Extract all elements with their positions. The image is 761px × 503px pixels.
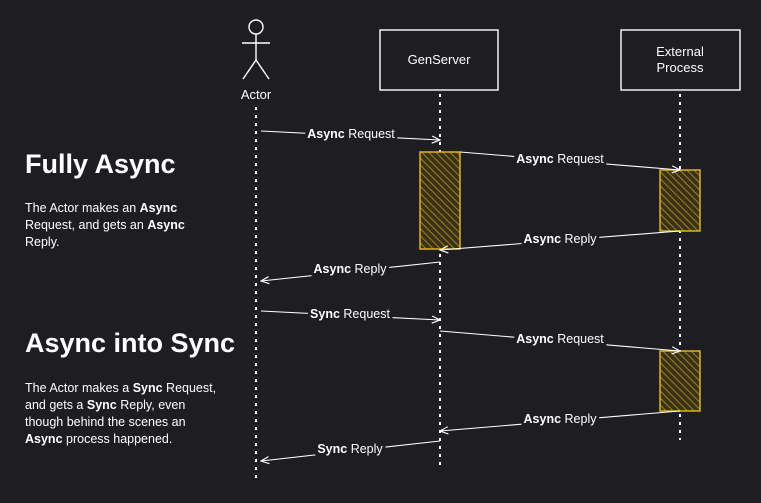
desc-line: and gets a Sync Reply, even <box>25 398 185 412</box>
desc-line: The Actor makes an Async <box>25 201 177 215</box>
desc-line: Async process happened. <box>25 432 172 446</box>
message-async-reply: Async Reply <box>261 261 441 281</box>
message-label: Async Request <box>516 152 604 166</box>
genserver-label: GenServer <box>408 52 472 67</box>
message-label: Async Request <box>307 127 395 141</box>
desc-line: though behind the scenes an <box>25 415 186 429</box>
message-label-background <box>514 332 607 346</box>
fully-async-heading: Fully Async <box>25 149 176 179</box>
message-label: Async Request <box>516 332 604 346</box>
external-process-box <box>620 29 741 91</box>
async-into-sync-heading: Async into Sync <box>25 328 235 358</box>
external-process-label-line2: Process <box>657 60 704 75</box>
message-async-reply: Async Reply <box>440 230 681 250</box>
message-label-background <box>521 412 600 426</box>
message-async-request: Async Request <box>260 127 440 141</box>
desc-line: The Actor makes a Sync Request, <box>25 381 216 395</box>
message-label-background <box>311 262 390 276</box>
desc-line: Request, and gets an Async <box>25 218 185 232</box>
message-sync-request: Sync Request <box>260 307 440 321</box>
message-sync-reply: Sync Reply <box>261 440 441 461</box>
message-label-background <box>514 152 607 166</box>
message-label-background <box>521 232 600 246</box>
message-label: Sync Reply <box>317 442 383 456</box>
genserver-activation <box>419 151 461 250</box>
message-async-reply: Async Reply <box>440 410 681 431</box>
desc-line: Reply. <box>25 235 60 249</box>
actor-figure <box>242 19 270 80</box>
message-async-request: Async Request <box>439 330 680 351</box>
message-label: Async Reply <box>524 232 598 246</box>
async-into-sync-description: The Actor makes a Sync Request, and gets… <box>25 381 220 446</box>
external-process-label-line1: External <box>656 44 704 59</box>
message-label: Async Reply <box>314 262 388 276</box>
message-async-request: Async Request <box>459 151 680 170</box>
message-label: Async Reply <box>524 412 598 426</box>
genserver-box <box>379 29 499 91</box>
message-label-background <box>315 442 386 456</box>
message-label-background <box>305 127 398 141</box>
message-label: Sync Request <box>310 307 390 321</box>
message-label-background <box>308 307 393 321</box>
actor-label: Actor <box>241 87 272 102</box>
external-activation-2 <box>659 350 701 412</box>
fully-async-description: The Actor makes an Async Request, and ge… <box>25 201 188 249</box>
external-activation-1 <box>659 169 701 232</box>
